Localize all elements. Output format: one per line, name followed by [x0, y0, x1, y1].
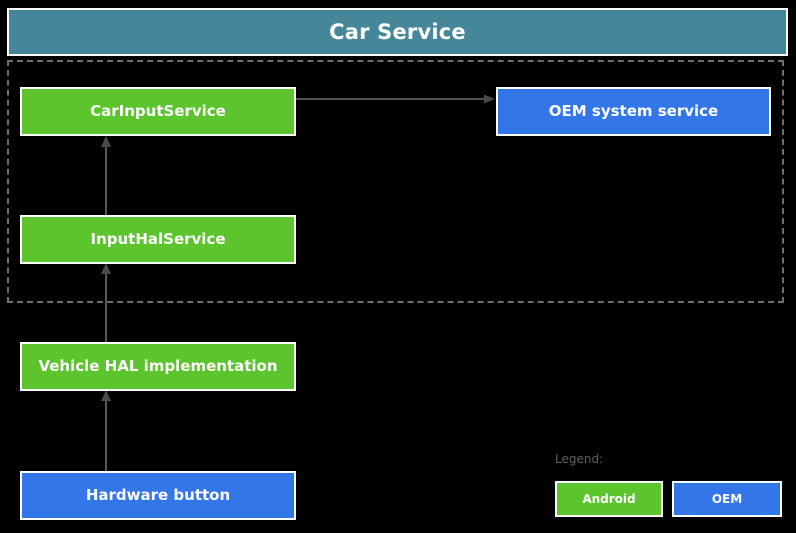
- node-input-hal-service[interactable]: InputHalService: [20, 215, 296, 264]
- edge-hardwarebutton-to-vehiclehal: [97, 389, 115, 473]
- legend-swatch-oem: OEM: [672, 481, 782, 517]
- legend-title: Legend:: [555, 452, 604, 466]
- node-label: CarInputService: [90, 102, 226, 121]
- edge-inputhalservice-to-carinputservice: [97, 135, 115, 217]
- legend: Legend: Android OEM: [555, 452, 785, 524]
- node-label: Vehicle HAL implementation: [38, 357, 278, 376]
- legend-swatch-label: OEM: [711, 492, 743, 506]
- car-service-header: Car Service: [7, 8, 788, 56]
- page-title: Car Service: [329, 20, 466, 44]
- edge-carinputservice-to-oemsystemservice: [296, 90, 498, 108]
- edge-vehiclehal-to-inputhalservice: [97, 262, 115, 344]
- legend-swatch-label: Android: [582, 492, 636, 506]
- node-hardware-button[interactable]: Hardware button: [20, 471, 296, 520]
- node-label: Hardware button: [85, 486, 231, 505]
- node-car-input-service[interactable]: CarInputService: [20, 87, 296, 136]
- node-label: InputHalService: [90, 230, 226, 249]
- node-oem-system-service[interactable]: OEM system service: [496, 87, 771, 136]
- node-label: OEM system service: [548, 102, 719, 121]
- node-vehicle-hal-implementation[interactable]: Vehicle HAL implementation: [20, 342, 296, 391]
- car-service-boundary: [7, 60, 784, 303]
- legend-swatch-android: Android: [555, 481, 663, 517]
